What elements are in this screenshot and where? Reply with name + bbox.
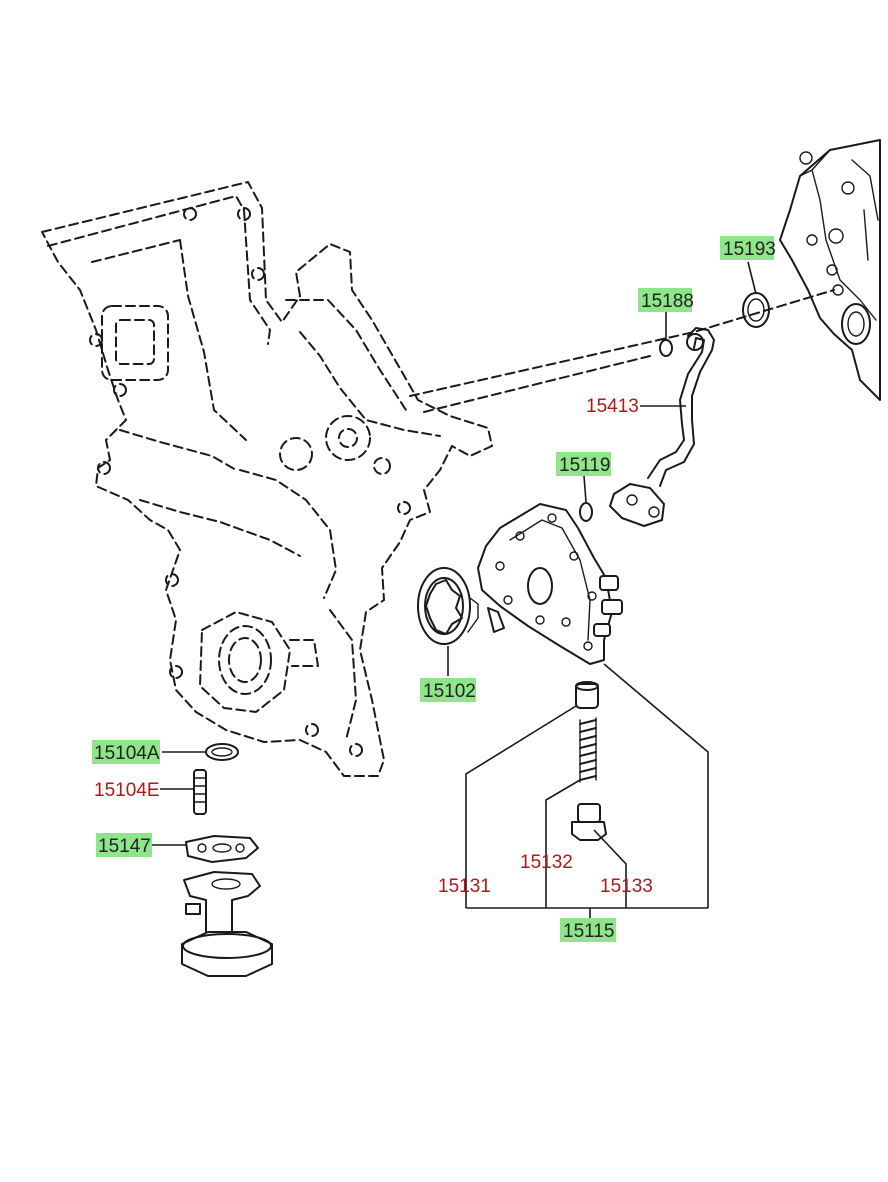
stud-15104E — [193, 769, 207, 815]
gasket-15104A — [205, 743, 239, 761]
svg-text:15115: 15115 — [563, 921, 614, 942]
svg-text:15193: 15193 — [723, 239, 776, 260]
label-15102[interactable]: 15102 — [420, 678, 476, 702]
o-ring-15188 — [659, 339, 673, 357]
svg-text:15119: 15119 — [559, 455, 610, 476]
timing-chain-cover — [41, 181, 493, 777]
label-15119[interactable]: 15119 — [556, 452, 611, 476]
svg-text:15188: 15188 — [641, 291, 694, 312]
label-15193[interactable]: 15193 — [720, 236, 776, 260]
relief-valve-spring-15132 — [579, 717, 597, 783]
label-15188[interactable]: 15188 — [638, 288, 694, 312]
svg-text:15102: 15102 — [423, 681, 476, 702]
svg-text:15132: 15132 — [520, 852, 573, 873]
gasket-15147 — [185, 835, 259, 863]
oil-pump-body — [779, 139, 881, 401]
relief-valve-plunger-15131 — [575, 681, 599, 709]
svg-text:15104E: 15104E — [94, 780, 160, 801]
o-ring-15119 — [579, 502, 593, 522]
svg-text:15413: 15413 — [586, 396, 639, 417]
svg-text:15104A: 15104A — [94, 743, 160, 764]
svg-text:15147: 15147 — [98, 836, 151, 857]
svg-text:15133: 15133 — [600, 876, 653, 897]
svg-text:15131: 15131 — [438, 876, 491, 897]
label-15133[interactable]: 15133 — [600, 876, 653, 897]
oil-pump-cover-plate — [477, 503, 623, 665]
oil-pump-rotor-15102 — [417, 567, 479, 645]
label-15147[interactable]: 15147 — [96, 833, 152, 857]
oil-strainer — [181, 871, 273, 977]
alignment-line-upper — [409, 289, 835, 397]
label-15132[interactable]: 15132 — [520, 852, 573, 873]
label-15104E[interactable]: 15104E — [94, 780, 160, 801]
label-15104A[interactable]: 15104A — [92, 740, 160, 764]
label-15115[interactable]: 15115 — [560, 918, 616, 942]
label-15131[interactable]: 15131 — [438, 876, 491, 897]
label-15413[interactable]: 15413 — [586, 396, 639, 417]
relief-valve-plug-15133 — [571, 803, 607, 841]
leader-lines — [152, 261, 757, 918]
alignment-line-lower — [423, 355, 651, 413]
oil-tube-15413 — [609, 327, 715, 527]
